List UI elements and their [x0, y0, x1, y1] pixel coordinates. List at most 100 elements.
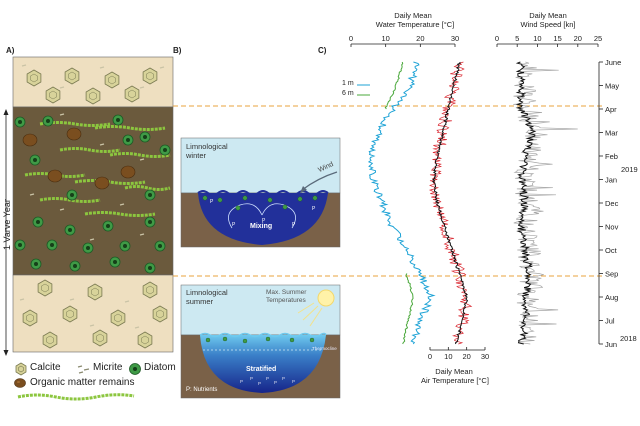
nutrient-label: P — [258, 381, 261, 386]
nutrient-label: P — [232, 222, 236, 228]
diatom-icon — [129, 363, 141, 375]
water-temp-series-6m-line — [384, 61, 404, 110]
calcite-crystal — [124, 85, 140, 103]
calcite-crystal — [26, 69, 42, 87]
month-axis-label: Jun — [605, 340, 617, 349]
micrite-grain — [134, 326, 140, 329]
calcite-crystal-inner — [128, 89, 136, 99]
legend-organic-label: Organic matter remains — [30, 377, 135, 388]
month-axis-label: Sep — [605, 270, 618, 279]
micrite-grain — [119, 203, 125, 206]
water-temp-axis-tick-label: 0 — [349, 34, 353, 43]
summer-title-line2: summer — [186, 297, 214, 306]
legend-1m-label: 1 m — [342, 80, 354, 87]
calcite-icon — [15, 362, 27, 376]
calcite-crystal-inner — [41, 283, 49, 293]
calcite-crystal — [37, 279, 53, 297]
month-axis-label: Dec — [605, 199, 619, 208]
summer-title-line1: Limnological — [186, 288, 228, 297]
month-axis-label: Jul — [605, 317, 615, 326]
diatom-core — [148, 220, 152, 224]
stratified-label: Stratified — [246, 366, 277, 373]
diatom — [289, 337, 295, 343]
max-temp-line2: Temperatures — [266, 297, 306, 304]
wind-axis-tick-label: 15 — [553, 34, 561, 43]
nutrient-label: P — [282, 376, 285, 381]
varve-year-label: 1 Varve Year — [2, 199, 12, 250]
nutrient-label: P — [312, 206, 316, 212]
calcite-crystal — [137, 331, 153, 349]
thermocline-label: Thermocline — [312, 346, 337, 351]
diatom-core — [50, 243, 54, 247]
panel-a-sediment-column: 1 Varve Year — [2, 56, 174, 356]
diatom-core — [86, 246, 90, 250]
micrite-grain — [29, 193, 35, 196]
diatom-core — [70, 193, 74, 197]
diatom — [267, 197, 273, 203]
micrite-grain — [139, 158, 145, 161]
micrite-grain — [19, 298, 25, 301]
water-temp-title-line1: Daily Mean — [394, 11, 432, 20]
water-temp-axis-tick-label: 10 — [381, 34, 389, 43]
calcite-crystal — [152, 305, 168, 323]
water-temp-axis-tick-label: 20 — [416, 34, 424, 43]
micrite-grain — [59, 86, 65, 89]
wind-smoothed-line — [515, 61, 537, 345]
organic-strand — [74, 179, 146, 185]
diatom-core — [33, 158, 37, 162]
micrite-grain — [59, 113, 65, 116]
air-temp-axis-tick-label: 10 — [444, 352, 452, 361]
calcite-crystal-inner — [68, 71, 76, 81]
diatom-core — [18, 243, 22, 247]
calcite-crystal-inner — [89, 91, 97, 101]
organic-strand — [109, 152, 171, 158]
calcite-crystal — [42, 331, 58, 349]
calcite-crystal-inner — [108, 75, 116, 85]
year-2019-label: 2019 — [621, 165, 638, 174]
organic-particle — [22, 133, 38, 147]
month-axis-label: Nov — [605, 223, 619, 232]
calcite-crystal-inner — [49, 90, 57, 100]
diatom — [222, 336, 228, 342]
calcite-crystal — [92, 329, 108, 347]
nutrient-label: P — [274, 380, 277, 385]
diatom — [205, 337, 211, 343]
diatom-core — [143, 135, 147, 139]
diatom — [217, 197, 223, 203]
month-axis-label: May — [605, 82, 619, 91]
calcite-crystal-inner — [26, 313, 34, 323]
calcite-crystal-inner — [46, 335, 54, 345]
diatom-core — [68, 228, 72, 232]
calcite-crystal — [85, 87, 101, 105]
micrite-grain — [139, 86, 145, 89]
air-temp-axis-tick-label: 20 — [462, 352, 470, 361]
organic-strand — [84, 211, 156, 217]
sun-icon — [317, 289, 335, 307]
wind-axis-tick-label: 5 — [515, 34, 519, 43]
calcite-crystal-inner — [141, 335, 149, 345]
water-temp-series-6m-line — [402, 273, 414, 345]
diatom — [202, 195, 208, 201]
varve-arrow-head-top — [3, 109, 9, 115]
summer-lake — [200, 335, 326, 393]
water-temp-axis-tick-label: 30 — [451, 34, 459, 43]
varve-arrow-head-bottom — [3, 350, 9, 356]
calcite-crystal — [62, 305, 78, 323]
wind-daily-line — [513, 61, 578, 345]
calcite-crystal — [104, 71, 120, 89]
micrite-grain — [59, 208, 65, 211]
month-axis-label: Apr — [605, 105, 617, 114]
air-title-line1: Daily Mean — [435, 367, 473, 376]
calcite-crystal — [142, 67, 158, 85]
micrite-grain — [159, 66, 165, 69]
calcite-crystal-inner — [114, 313, 122, 323]
nutrient-label: P — [292, 379, 295, 384]
calcite-crystal-inner — [156, 309, 164, 319]
max-temp-line1: Max. Summer — [266, 289, 307, 296]
diatom-core — [73, 264, 77, 268]
diatom — [235, 205, 241, 211]
wind-axis-tick-label: 25 — [594, 34, 602, 43]
organic-particle — [66, 127, 82, 141]
diatom-core — [36, 220, 40, 224]
